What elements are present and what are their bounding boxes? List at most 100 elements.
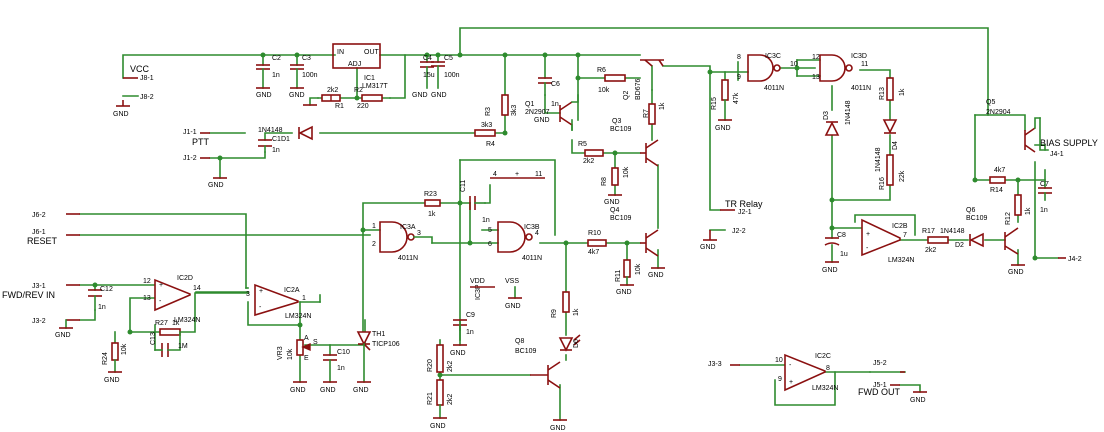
resistor-r15: R15 47k GND bbox=[711, 79, 740, 132]
connector-j1: J1-1 PTT J1-2 GND bbox=[183, 129, 227, 189]
svg-text:4011N: 4011N bbox=[398, 255, 418, 262]
vcc-connector: VCC J8-1 J8-2 GND bbox=[113, 64, 154, 118]
svg-text:IC2C: IC2C bbox=[815, 353, 831, 360]
capacitor-c6: C6 1n GND bbox=[534, 77, 560, 124]
svg-text:C7: C7 bbox=[1040, 181, 1049, 188]
svg-text:VDD: VDD bbox=[470, 278, 485, 285]
svg-text:BC109: BC109 bbox=[610, 215, 632, 222]
svg-text:J5-1: J5-1 bbox=[873, 382, 887, 389]
svg-text:FWD/REV IN: FWD/REV IN bbox=[2, 290, 55, 300]
svg-text:VSS: VSS bbox=[505, 278, 519, 285]
svg-text:GND: GND bbox=[320, 387, 336, 394]
svg-text:R21: R21 bbox=[427, 392, 434, 405]
svg-text:R13: R13 bbox=[879, 87, 886, 100]
svg-text:RESET: RESET bbox=[27, 236, 58, 246]
svg-text:GND: GND bbox=[700, 244, 716, 251]
capacitor-c2: C2 1n GND bbox=[256, 55, 281, 99]
diode-d2: 1N4148 D2 bbox=[940, 228, 984, 249]
svg-text:GND: GND bbox=[450, 350, 466, 357]
svg-text:FWD OUT: FWD OUT bbox=[858, 387, 900, 397]
resistor-r17: R17 2k2 bbox=[922, 228, 949, 254]
resistor-r8: R8 10k GND bbox=[601, 166, 630, 206]
svg-text:S: S bbox=[313, 339, 318, 346]
svg-text:10: 10 bbox=[790, 61, 798, 68]
svg-text:3: 3 bbox=[417, 230, 421, 237]
svg-text:GND: GND bbox=[431, 92, 447, 99]
svg-text:R24: R24 bbox=[102, 352, 109, 365]
svg-text:LM324N: LM324N bbox=[174, 317, 200, 324]
opamp-ic2d: + - IC2D LM324N 12 13 14 bbox=[143, 275, 201, 324]
svg-text:4: 4 bbox=[493, 171, 497, 178]
svg-text:BIAS SUPPLY: BIAS SUPPLY bbox=[1040, 138, 1098, 148]
svg-text:IC2A: IC2A bbox=[284, 287, 300, 294]
capacitor-c10: C10 1n GND bbox=[320, 349, 350, 394]
svg-text:C5: C5 bbox=[444, 55, 453, 62]
svg-text:Q6: Q6 bbox=[966, 207, 975, 214]
svg-text:R16: R16 bbox=[879, 177, 886, 190]
svg-text:BC109: BC109 bbox=[610, 126, 632, 133]
svg-text:100n: 100n bbox=[444, 72, 460, 79]
svg-text:GND: GND bbox=[604, 199, 620, 206]
svg-text:R7: R7 bbox=[643, 109, 650, 118]
regulator-ic1: IN OUT ADJ IC1 LM317T bbox=[332, 43, 388, 90]
svg-text:2k2: 2k2 bbox=[447, 361, 454, 372]
transistor-q4: Q4 BC109 GND bbox=[610, 207, 665, 279]
svg-text:E: E bbox=[304, 355, 309, 362]
resistor-r7: R7 1k bbox=[643, 102, 666, 125]
svg-text:GND: GND bbox=[822, 267, 838, 274]
svg-text:47k: 47k bbox=[733, 92, 740, 104]
svg-text:2k2: 2k2 bbox=[583, 158, 594, 165]
svg-text:J3-3: J3-3 bbox=[708, 361, 722, 368]
svg-text:LM324N: LM324N bbox=[285, 313, 311, 320]
svg-text:10k: 10k bbox=[287, 348, 294, 360]
resistor-r5: R5 2k2 bbox=[578, 141, 604, 165]
svg-text:+: + bbox=[259, 288, 263, 295]
svg-text:Q8: Q8 bbox=[515, 338, 524, 345]
resistor-r2: R2 220 bbox=[354, 87, 383, 110]
transistor-q6: Q6 BC109 GND bbox=[966, 207, 1025, 276]
svg-text:+: + bbox=[159, 282, 163, 289]
svg-text:11: 11 bbox=[535, 171, 542, 178]
svg-text:GND: GND bbox=[353, 387, 369, 394]
svg-text:220: 220 bbox=[357, 103, 369, 110]
svg-text:R15: R15 bbox=[711, 97, 718, 110]
connector-j3-3: J3-3 bbox=[708, 361, 740, 368]
resistor-r9: R9 1k bbox=[551, 291, 580, 318]
svg-text:1k: 1k bbox=[1025, 207, 1032, 215]
svg-text:J4-1: J4-1 bbox=[1050, 151, 1064, 158]
svg-text:3k3: 3k3 bbox=[481, 122, 492, 129]
svg-text:GND: GND bbox=[550, 425, 566, 432]
svg-text:1N4148: 1N4148 bbox=[940, 228, 965, 235]
svg-text:3: 3 bbox=[246, 291, 250, 298]
svg-text:GND: GND bbox=[289, 92, 305, 99]
svg-text:IC3P: IC3P bbox=[475, 284, 482, 300]
svg-text:R17: R17 bbox=[922, 228, 935, 235]
svg-text:C2: C2 bbox=[272, 55, 281, 62]
svg-text:J1-1: J1-1 bbox=[183, 129, 197, 136]
svg-text:R11: R11 bbox=[615, 270, 622, 282]
svg-text:GND: GND bbox=[412, 92, 428, 99]
capacitor-c12: C12 1n bbox=[88, 286, 113, 311]
svg-text:1n: 1n bbox=[98, 304, 106, 311]
bias-supply-connector: BIAS SUPPLY J4-1 bbox=[1039, 117, 1098, 158]
svg-text:GND: GND bbox=[505, 303, 521, 310]
svg-text:4k7: 4k7 bbox=[588, 249, 599, 256]
nand-gate-ic3b: IC3B 4011N 5 6 4 bbox=[488, 221, 542, 262]
opamp-ic2c: - + IC2C LM324N 10 9 8 bbox=[775, 353, 838, 392]
svg-text:1k: 1k bbox=[428, 211, 436, 218]
svg-text:R27: R27 bbox=[155, 320, 168, 327]
j8-1-label: J8-1 bbox=[140, 75, 154, 82]
svg-text:Q5: Q5 bbox=[986, 99, 995, 106]
svg-text:OUT: OUT bbox=[364, 49, 380, 56]
svg-text:8: 8 bbox=[826, 365, 830, 372]
svg-text:IC3D: IC3D bbox=[851, 53, 867, 60]
svg-text:Q1: Q1 bbox=[525, 101, 534, 108]
svg-text:J6-1: J6-1 bbox=[32, 229, 46, 236]
svg-text:LM324N: LM324N bbox=[812, 385, 838, 392]
transistor-q1: Q1 2N2907 bbox=[525, 94, 579, 131]
svg-text:R10: R10 bbox=[588, 230, 601, 237]
svg-text:R5: R5 bbox=[578, 141, 587, 148]
svg-text:J3-2: J3-2 bbox=[32, 318, 46, 325]
svg-text:LM317T: LM317T bbox=[362, 83, 388, 90]
